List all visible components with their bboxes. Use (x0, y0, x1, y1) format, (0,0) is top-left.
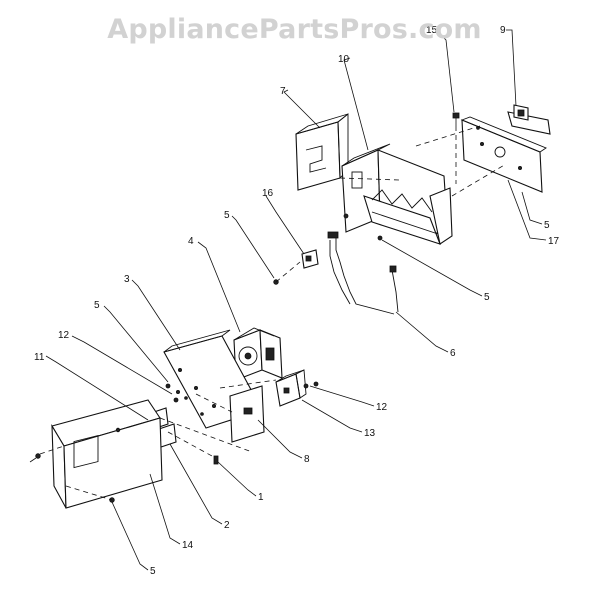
callout-6: 6 (450, 348, 456, 359)
callout-13: 13 (364, 428, 376, 439)
callout-11: 11 (34, 352, 45, 363)
callout-5-b: 5 (94, 300, 100, 311)
part-17-mounting-plate (460, 116, 547, 193)
callout-8: 8 (304, 454, 310, 465)
callout-4: 4 (188, 236, 194, 247)
callout-15: 15 (426, 25, 438, 36)
callout-16: 16 (262, 188, 274, 199)
part-3-housing-plate (163, 329, 265, 443)
callout-labels: 9 15 10 7 16 5 4 3 5 12 11 5 17 5 6 12 1… (34, 25, 560, 577)
callout-1: 1 (258, 492, 264, 503)
callout-5-a: 5 (224, 210, 230, 221)
watermark: AppliancePartsPros.com (107, 14, 482, 45)
part-12-screws (165, 383, 309, 403)
callout-9: 9 (500, 25, 506, 36)
callout-5-d: 5 (484, 292, 490, 303)
leader-lines (45, 29, 547, 571)
callout-12-a: 12 (58, 330, 70, 341)
part-16-switch (301, 249, 319, 269)
callout-17: 17 (548, 236, 560, 247)
callout-7: 7 (280, 86, 286, 97)
part-10-ice-maker (341, 143, 453, 245)
part-13-thermostat (275, 369, 307, 407)
part-6-wire-harness (327, 231, 399, 315)
callout-10: 10 (338, 54, 350, 65)
callout-14: 14 (182, 540, 194, 551)
callout-2: 2 (224, 520, 230, 531)
part-7-cover (295, 113, 349, 191)
callout-5-e: 5 (150, 566, 156, 577)
part-14-front-cover (51, 399, 163, 509)
part-9-bracket (507, 104, 551, 135)
callout-3: 3 (124, 274, 130, 285)
callout-5-c: 5 (544, 220, 550, 231)
callout-12-b: 12 (376, 402, 388, 413)
part-15-screw (452, 112, 460, 126)
assembly-lines (39, 125, 507, 501)
